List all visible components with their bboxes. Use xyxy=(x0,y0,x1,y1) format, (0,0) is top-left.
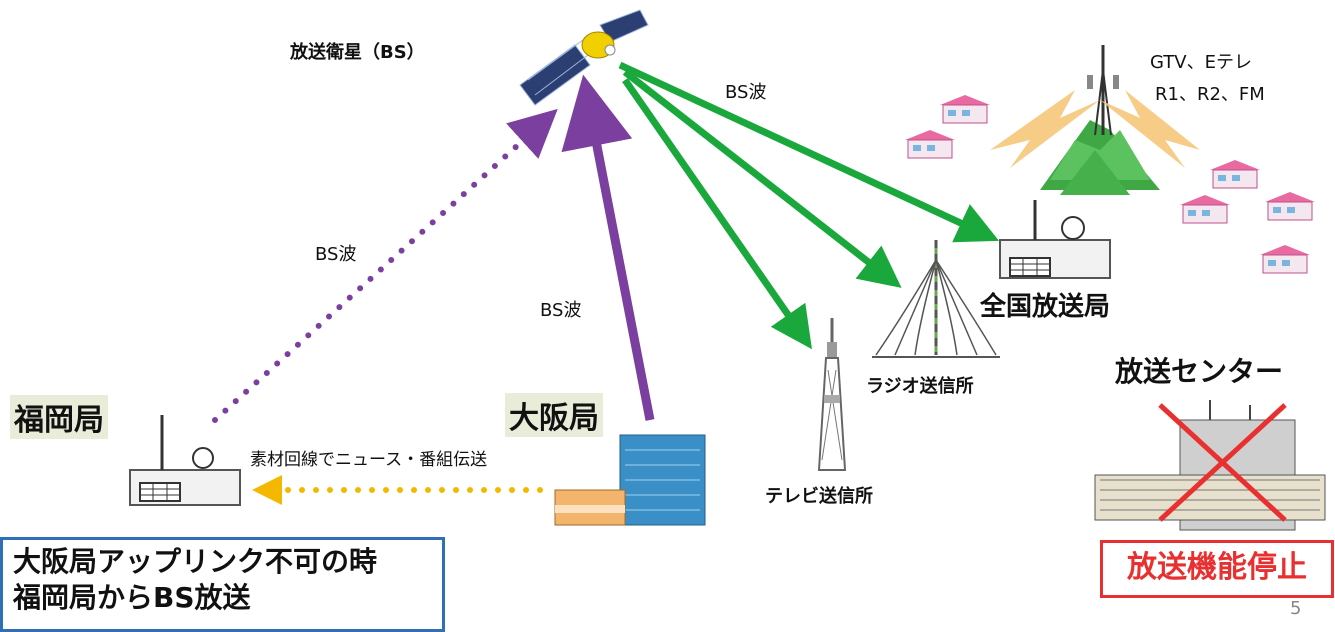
house-icons xyxy=(905,95,1315,274)
bs-wave-label-green: BS波 xyxy=(725,82,767,103)
bs-wave-to-national-arrow xyxy=(618,61,1000,243)
broadcast-center-label: 放送センター xyxy=(1115,355,1284,388)
tv-tower-icon xyxy=(817,318,847,471)
bs-wave-label-center: BS波 xyxy=(540,300,582,321)
satellite-label: 放送衛星（BS） xyxy=(290,42,425,63)
satellite-icon xyxy=(519,9,649,106)
note-line-2: 福岡局からBS放送 xyxy=(13,581,251,614)
osaka-station-building-icon xyxy=(554,434,706,526)
bs-wave-to-radio-arrow xyxy=(622,69,902,288)
page-number: 5 xyxy=(1290,598,1301,619)
material-line-label: 素材回線でニュース・番組伝送 xyxy=(250,450,488,470)
radio-station-label: ラジオ送信所 xyxy=(866,376,974,397)
fukuoka-station-label: 福岡局 xyxy=(10,395,108,439)
national-station-label: 全国放送局 xyxy=(980,292,1111,322)
tv-channels-line1: GTV、Eテレ xyxy=(1150,52,1252,73)
bs-wave-label-left: BS波 xyxy=(315,244,357,265)
bs-wave-to-tv-arrow xyxy=(622,78,812,350)
radio-tower-icon xyxy=(872,240,1000,358)
fukuoka-uplink-dotted-arrow xyxy=(212,108,558,423)
tv-channels-line2: R1、R2、FM xyxy=(1155,84,1265,105)
note-line-1: 大阪局アップリンク不可の時 xyxy=(13,545,378,578)
mountain-transmitter-icon xyxy=(990,45,1200,195)
fallback-note-box: 大阪局アップリンク不可の時 福岡局からBS放送 xyxy=(0,537,445,632)
broadcast-stopped-badge: 放送機能停止 xyxy=(1100,540,1334,598)
fukuoka-station-building-icon xyxy=(129,415,241,506)
broadcast-center-building-icon xyxy=(1094,400,1326,531)
tv-station-label: テレビ送信所 xyxy=(765,486,873,507)
osaka-station-label: 大阪局 xyxy=(505,393,603,437)
national-station-building-icon xyxy=(999,200,1111,279)
osaka-uplink-arrow xyxy=(561,74,655,421)
